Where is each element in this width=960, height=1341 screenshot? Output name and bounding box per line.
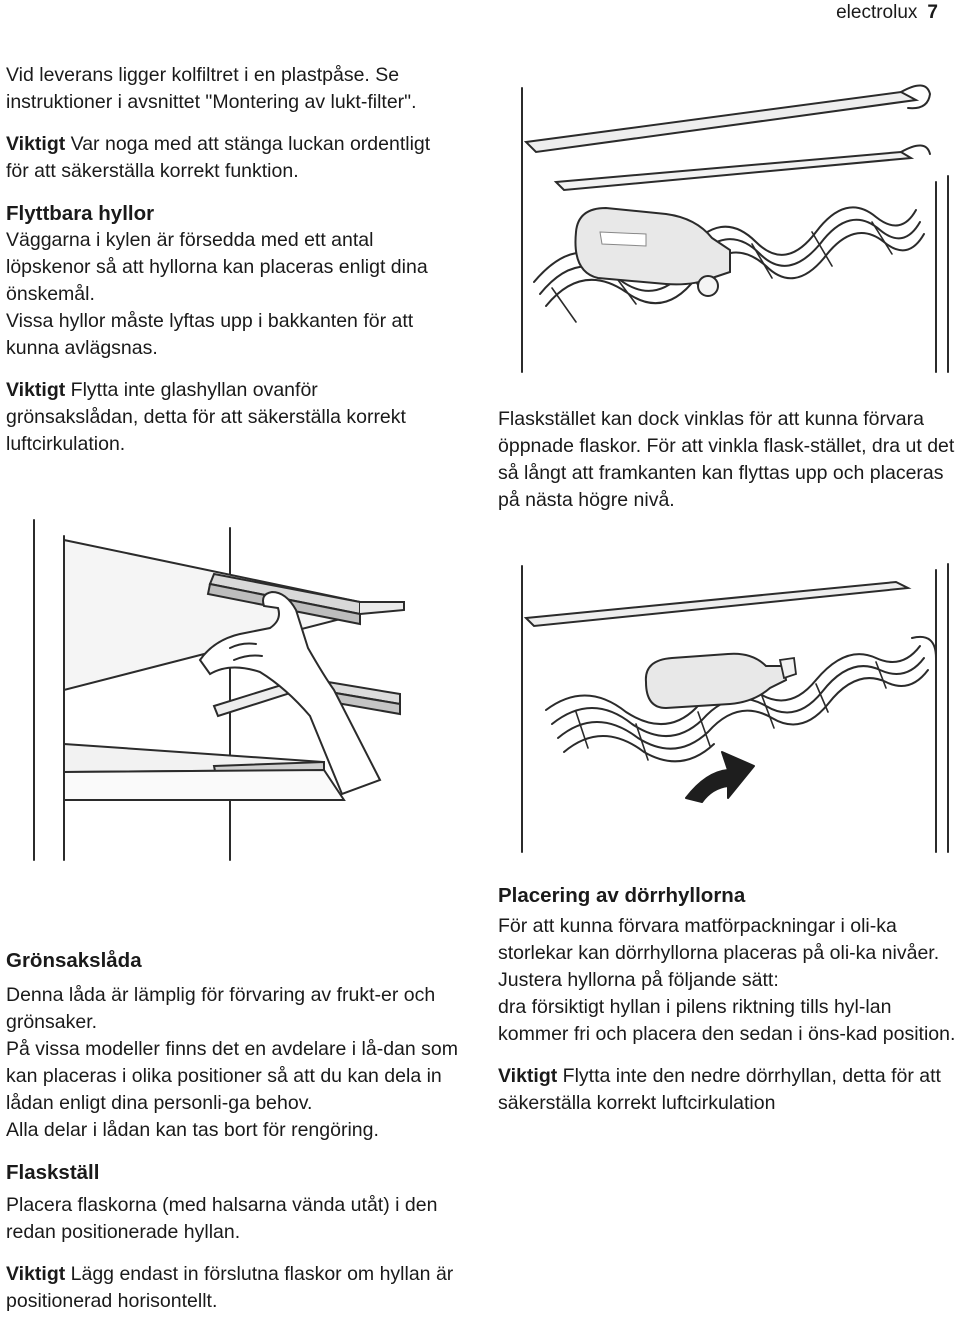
door-shelf-warning-text: Flytta inte den nedre dörrhyllan, detta …: [498, 1065, 941, 1114]
important-label: Viktigt: [6, 379, 66, 401]
carbon-filter-paragraph: Vid leverans ligger kolfiltret i en plas…: [6, 64, 417, 113]
brand-name: electrolux: [836, 2, 918, 23]
right-mid-text: Flaskstället kan dock vinklas för att ku…: [498, 406, 958, 514]
glass-shelf-text: Flytta inte glashyllan ovanför grönsaksl…: [6, 379, 406, 455]
arrow-up-icon: [685, 751, 755, 803]
bottle-rack-horizontal-illustration: [521, 84, 949, 373]
left-top-text: Vid leverans ligger kolfiltret i en plas…: [6, 62, 436, 458]
bottle-rack-tilted-illustration: [521, 563, 949, 853]
close-door-text: Var noga med att stänga luckan ordentlig…: [6, 133, 431, 182]
movable-shelves-heading: Flyttbara hyllor: [6, 202, 155, 225]
glass-shelf-warning: Viktigt Flytta inte glashyllan ovanför g…: [6, 377, 436, 458]
close-door-paragraph: Viktigt Var noga med att stänga luckan o…: [6, 131, 436, 185]
page-header: electrolux 7: [836, 1, 938, 25]
bottle-warning: Viktigt Lägg endast in förslutna flaskor…: [6, 1261, 466, 1315]
crisper-paragraph: Denna låda är lämplig för förvaring av f…: [6, 984, 436, 1033]
adjust-instruction: dra försiktigt hyllan i pilens riktning …: [498, 996, 956, 1045]
important-label: Viktigt: [6, 1263, 66, 1285]
bottle-icon: [574, 206, 731, 297]
adjust-intro: Justera hyllorna på följande sätt:: [498, 969, 779, 991]
bottle-placement-paragraph: Placera flaskorna (med halsarna vända ut…: [6, 1194, 438, 1243]
important-label: Viktigt: [6, 133, 66, 155]
hand-icon: [198, 590, 382, 796]
bottle-rack-heading: Flaskställ: [6, 1161, 100, 1184]
lift-shelves-paragraph: Vissa hyllor måste lyftas upp i bakkante…: [6, 310, 414, 359]
door-shelves-paragraph: För att kunna förvara matförpackningar i…: [498, 915, 940, 964]
lift-shelf-illustration: [33, 519, 405, 861]
bottle-icon: [644, 652, 797, 710]
important-label: Viktigt: [498, 1065, 558, 1087]
right-bottom-text: Placering av dörrhyllorna För att kunna …: [498, 882, 960, 1117]
bottle-warning-text: Lägg endast in förslutna flaskor om hyll…: [6, 1263, 454, 1312]
divider-paragraph: På vissa modeller finns det en avdelare …: [6, 1038, 458, 1114]
page-number: 7: [927, 2, 938, 23]
cleaning-paragraph: Alla delar i lådan kan tas bort för reng…: [6, 1119, 379, 1141]
door-shelves-heading: Placering av dörrhyllorna: [498, 884, 746, 907]
door-shelf-warning: Viktigt Flytta inte den nedre dörrhyllan…: [498, 1063, 960, 1117]
crisper-heading: Grönsakslåda: [6, 949, 142, 972]
tilt-bottle-rack-paragraph: Flaskstället kan dock vinklas för att ku…: [498, 408, 955, 511]
shelf-rails-paragraph: Väggarna i kylen är försedda med ett ant…: [6, 229, 428, 305]
left-bottom-text: Grönsakslåda Denna låda är lämplig för f…: [6, 947, 466, 1315]
